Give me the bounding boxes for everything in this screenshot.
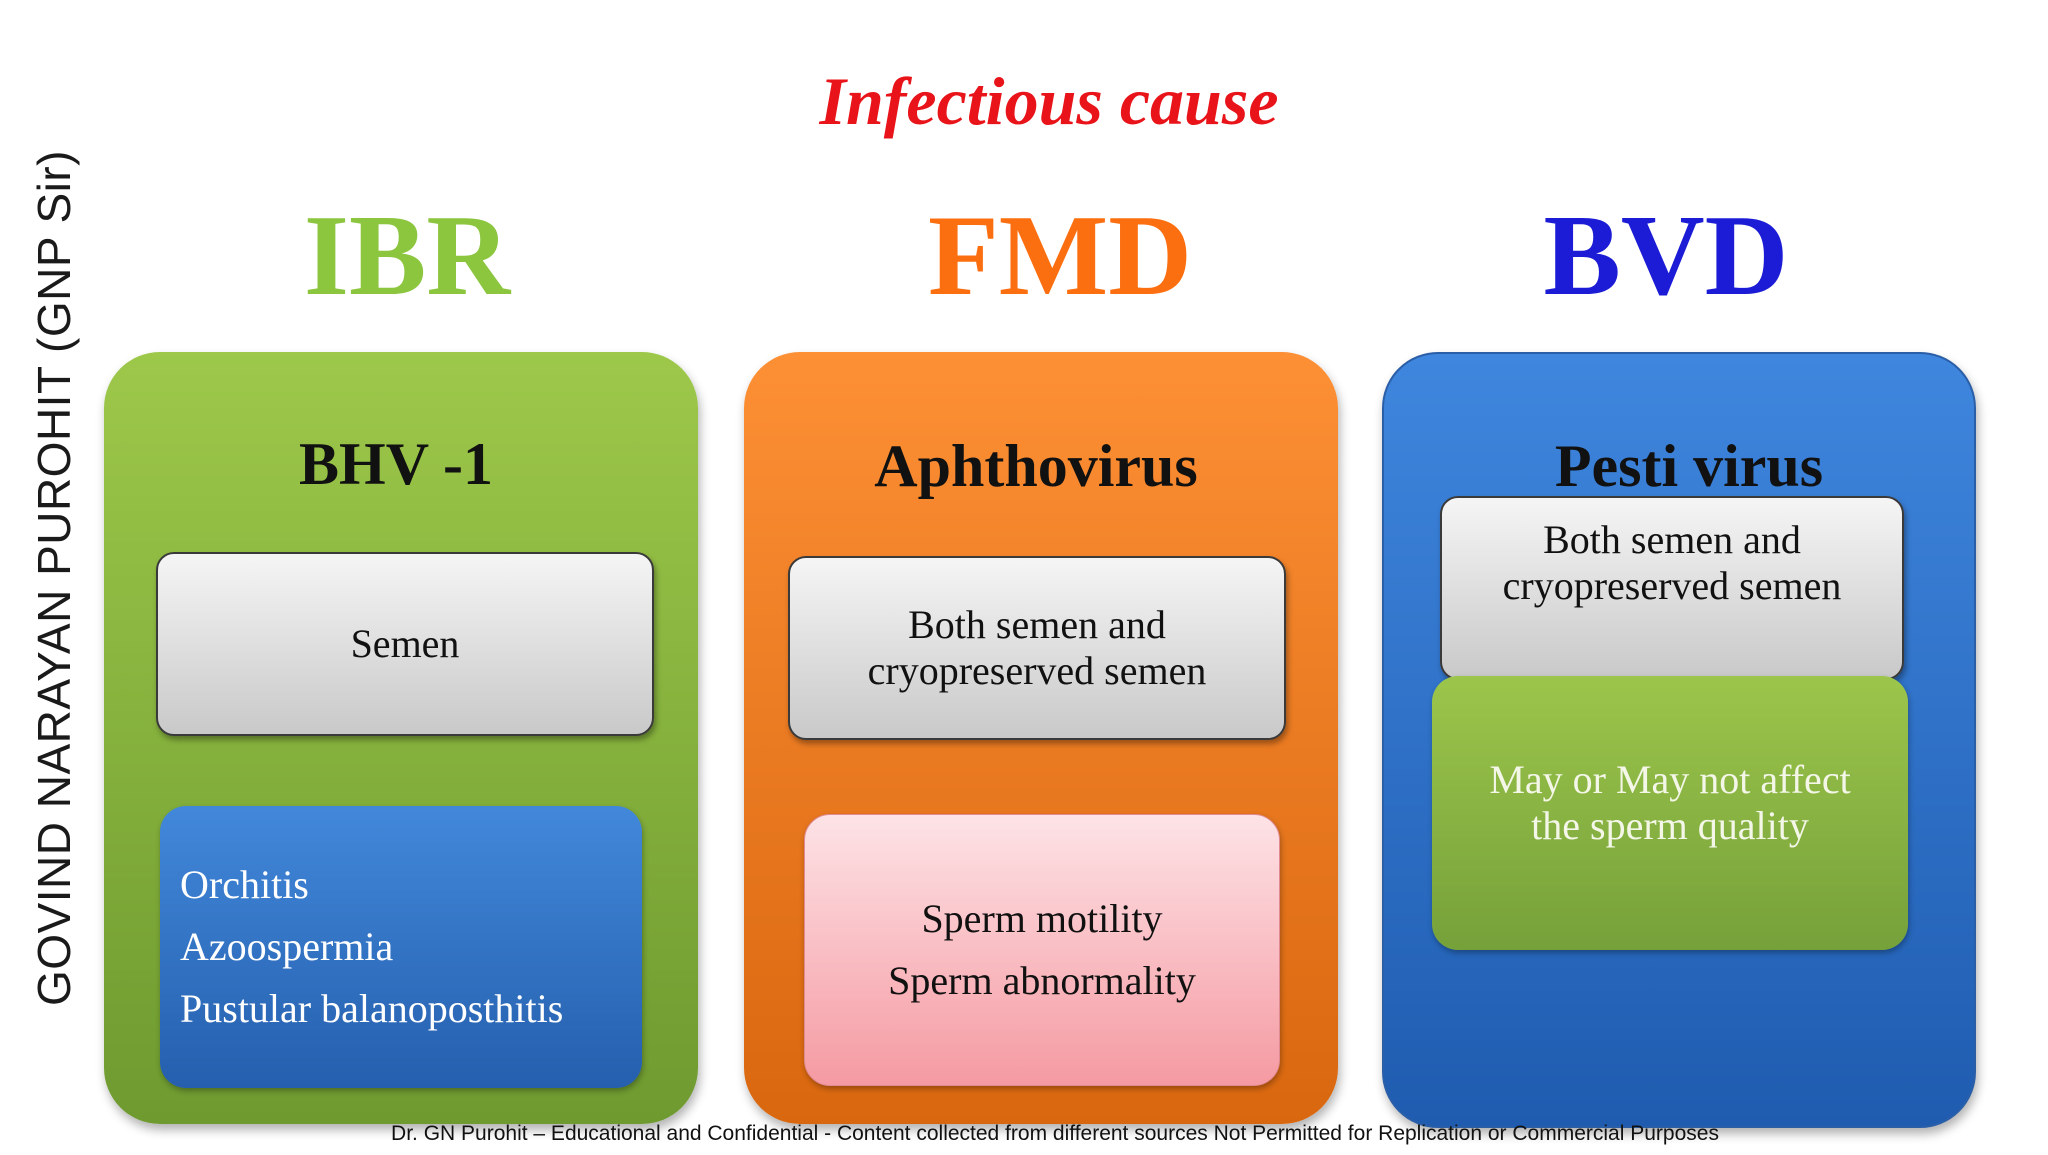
transmission-line: Both semen and <box>1543 517 1801 562</box>
panel-fmd: Aphthovirus Both semen and cryopreserved… <box>744 352 1338 1124</box>
transmission-box-ibr: Semen <box>156 552 654 736</box>
agent-bvd: Pesti virus <box>1554 433 1824 499</box>
effects-box-ibr: Orchitis Azoospermia Pustular balanopost… <box>160 806 642 1088</box>
heading-fmd: FMD <box>927 192 1193 320</box>
transmission-box-fmd: Both semen and cryopreserved semen <box>788 556 1286 740</box>
transmission-box-bvd: Both semen and cryopreserved semen <box>1440 496 1904 680</box>
effects-box-fmd: Sperm motility Sperm abnormality <box>804 814 1280 1086</box>
effect-item: Azoospermia <box>180 924 394 969</box>
effect-item: May or May not affect <box>1489 757 1851 802</box>
panel-ibr: BHV -1 Semen Orchitis Azoospermia Pustul… <box>104 352 698 1124</box>
footer-disclaimer: Dr. GN Purohit – Educational and Confide… <box>391 1122 1719 1145</box>
heading-bvd: BVD <box>1543 192 1789 320</box>
agent-ibr: BHV -1 <box>299 431 493 497</box>
transmission-line: cryopreserved semen <box>867 648 1207 693</box>
panel-bvd: Pesti virus Both semen and cryopreserved… <box>1382 352 1976 1128</box>
heading-ibr: IBR <box>303 192 511 320</box>
effect-item: Orchitis <box>180 862 309 907</box>
transmission-text: Semen <box>350 621 460 666</box>
effect-item: Pustular balanoposthitis <box>180 986 564 1031</box>
agent-fmd: Aphthovirus <box>874 433 1198 499</box>
effect-item: the sperm quality <box>1531 803 1809 848</box>
effect-item: Sperm abnormality <box>888 958 1196 1003</box>
slide-title: Infectious cause <box>819 63 1279 139</box>
transmission-line: cryopreserved semen <box>1502 563 1842 608</box>
transmission-line: Both semen and <box>908 602 1166 647</box>
effect-item: Sperm motility <box>921 896 1163 941</box>
effects-box-bvd: May or May not affect the sperm quality <box>1432 676 1908 950</box>
side-author-credit: GOVIND NARAYAN PUROHIT (GNP Sir) <box>28 149 80 1007</box>
